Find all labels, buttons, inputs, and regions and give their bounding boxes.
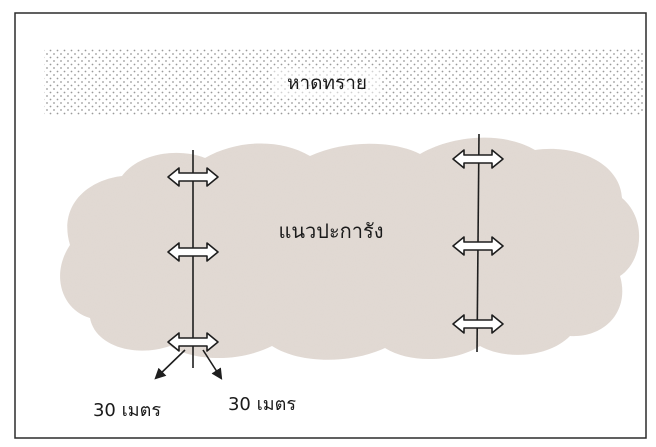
distance-arrow-left (156, 350, 185, 378)
beach-label: หาดทราย (287, 72, 367, 94)
distance-label-left: 30 เมตร (93, 400, 161, 421)
reef-area (60, 138, 639, 360)
distance-label-right: 30 เมตร (228, 394, 296, 415)
reef-label: แนวปะการัง (278, 219, 383, 243)
